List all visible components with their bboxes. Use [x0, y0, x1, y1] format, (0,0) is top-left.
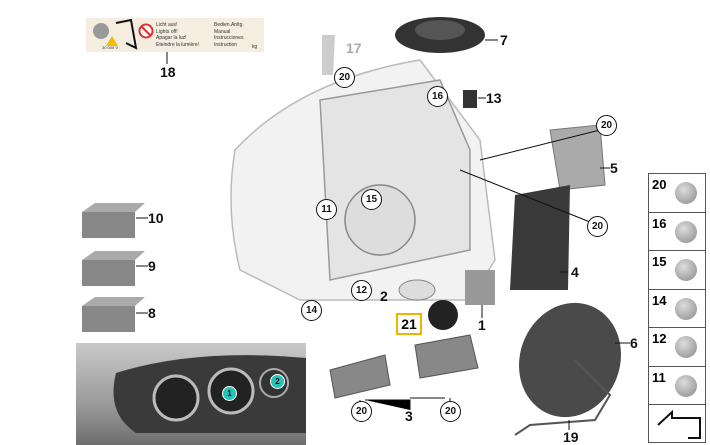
callout-12[interactable]: 12 — [351, 280, 372, 301]
callout-7[interactable]: 7 — [500, 32, 508, 48]
warning-text: Eteindre la lumière! — [156, 41, 200, 48]
callout-20[interactable]: 20 — [596, 115, 617, 136]
callout-6[interactable]: 6 — [630, 335, 638, 351]
callout-8[interactable]: 8 — [148, 305, 156, 321]
callout-17[interactable]: 17 — [346, 40, 362, 56]
callout-5[interactable]: 5 — [610, 160, 618, 176]
screw-icon — [675, 182, 697, 204]
hardware-item-12[interactable]: 12 — [649, 328, 705, 367]
photo-marker-2[interactable]: 2 — [270, 374, 285, 389]
hardware-label: 20 — [652, 177, 667, 192]
cable-19 — [514, 359, 612, 436]
callout-1[interactable]: 1 — [478, 317, 486, 333]
callout-20[interactable]: 20 — [587, 216, 608, 237]
bulb-2 — [398, 279, 436, 301]
hardware-item-11[interactable]: 11 — [649, 367, 705, 405]
voltage-text: 30 000 V — [102, 45, 119, 50]
screw-icon — [675, 220, 697, 243]
led-module-4 — [510, 185, 570, 290]
warning-label-18: Licht aus!Lights off!Apagar la luz!Etein… — [86, 18, 264, 52]
hardware-item-20[interactable]: 20 — [649, 174, 705, 213]
weight-unit-text: kg — [252, 44, 258, 50]
screw-icon — [675, 297, 697, 320]
box-9 — [82, 251, 145, 286]
warning-text: Apagar la luz! — [156, 35, 187, 41]
callout-4[interactable]: 4 — [571, 264, 579, 280]
callout-3[interactable]: 3 — [405, 408, 413, 424]
hardware-label: 11 — [652, 369, 666, 385]
cover-7 — [395, 17, 485, 53]
callout-15[interactable]: 15 — [361, 189, 382, 210]
warning-pictogram-icon — [93, 18, 138, 50]
control-unit-5 — [549, 124, 606, 191]
headlight-housing — [230, 59, 496, 301]
manual-text: Manual — [214, 28, 231, 35]
box-8 — [82, 297, 145, 332]
callout-21-highlighted[interactable]: 21 — [396, 313, 422, 335]
callout-14[interactable]: 14 — [301, 300, 322, 321]
hardware-panel: 20 16 15 14 12 11 — [648, 173, 706, 443]
photo-marker-1[interactable]: 1 — [222, 386, 237, 401]
hardware-label: 14 — [652, 292, 667, 308]
callout-20[interactable]: 20 — [351, 401, 372, 422]
callout-11[interactable]: 11 — [316, 199, 337, 220]
clip-nut-icon — [675, 374, 697, 397]
nut-icon — [675, 336, 697, 358]
callout-9[interactable]: 9 — [148, 258, 156, 274]
callout-2[interactable]: 2 — [380, 288, 388, 304]
hardware-item-14[interactable]: 14 — [649, 290, 705, 328]
callout-13[interactable]: 13 — [486, 90, 502, 106]
connector-13 — [463, 90, 477, 108]
callout-18[interactable]: 18 — [160, 64, 176, 80]
box-10 — [82, 203, 145, 238]
ballast-1 — [465, 270, 495, 305]
manual-text: Bedien.Anltg. — [214, 22, 244, 28]
headlight-image — [113, 355, 306, 433]
callout-16[interactable]: 16 — [427, 86, 448, 107]
hardware-label: 12 — [652, 331, 667, 346]
hardware-item-15[interactable]: 15 — [649, 251, 705, 290]
led-modules-3 — [329, 334, 479, 399]
hardware-label: 15 — [652, 254, 667, 269]
warning-text: Lights off! — [156, 28, 178, 35]
callout-19[interactable]: 19 — [563, 429, 579, 445]
manual-text: Instrucciones — [214, 35, 244, 41]
warning-text: Licht aus! — [156, 22, 178, 28]
callout-20[interactable]: 20 — [440, 401, 461, 422]
callout-10[interactable]: 10 — [148, 210, 164, 226]
callout-20[interactable]: 20 — [334, 67, 355, 88]
vehicle-headlight-photo: 1 2 — [76, 343, 306, 445]
bracket-17 — [322, 35, 335, 75]
cover-6 — [518, 302, 622, 418]
no-light-icon — [138, 23, 154, 39]
box-icon — [657, 409, 701, 439]
bulb-cap-21 — [428, 300, 458, 330]
screw-icon — [675, 259, 697, 281]
hardware-item-16[interactable]: 16 — [649, 213, 705, 251]
hardware-label: 16 — [652, 215, 667, 231]
manual-text: Instruction — [214, 41, 238, 48]
